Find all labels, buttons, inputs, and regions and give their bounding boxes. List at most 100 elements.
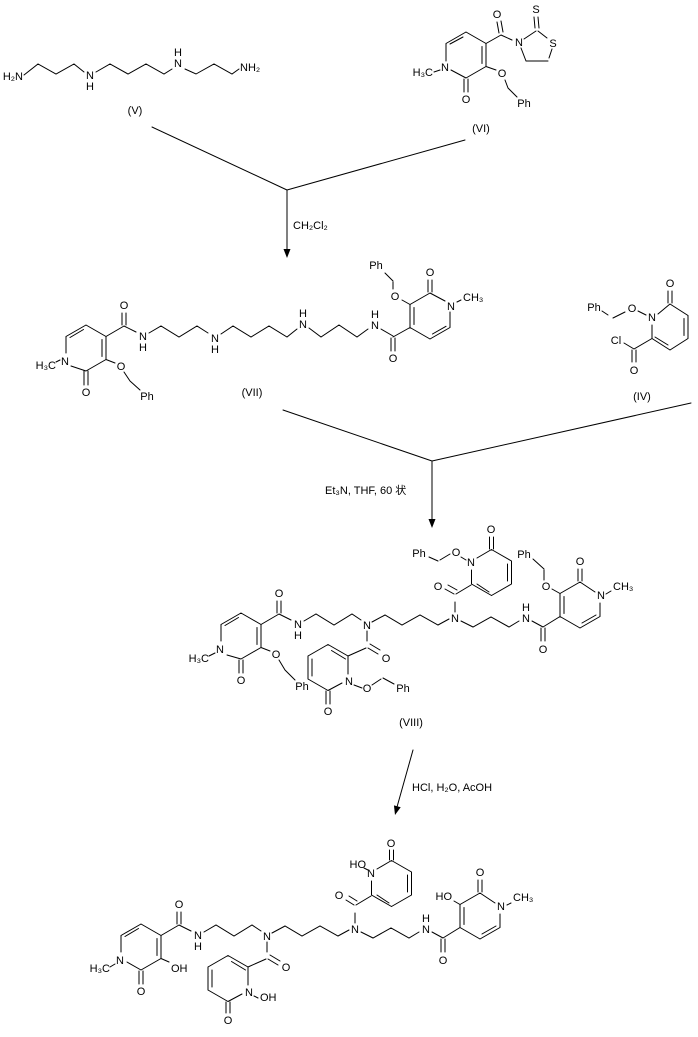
amide-nitrogen-label: N <box>371 320 379 332</box>
compound-vi-structure: H₃C N O O Ph O N S S (VI) <box>413 4 557 135</box>
phenyl-label: Ph <box>140 391 153 403</box>
amine-NH2-label: NH₂ <box>240 62 260 74</box>
amide-nitrogen-label: N <box>194 930 202 942</box>
bonds <box>23 63 240 76</box>
thione-sulfur-label: S <box>532 4 539 16</box>
amide-oxygen-label: O <box>382 653 391 665</box>
compound-vii-structure: H₃C N O O Ph O N H N H N H N H O N O CH₃… <box>36 260 484 403</box>
hydroxyl-HO-label: HO <box>436 891 453 903</box>
bonds <box>55 272 462 391</box>
carbonyl-oxygen-label: O <box>487 524 496 536</box>
phenyl-label: Ph <box>369 260 382 272</box>
carbonyl-oxygen-label: O <box>462 94 471 106</box>
carbonyl-oxygen-label: O <box>324 706 333 718</box>
ring-nitrogen-label: N <box>345 676 353 688</box>
thiazolidine-nitrogen-label: N <box>515 37 523 49</box>
ring-nitrogen-label: N <box>467 557 475 569</box>
arrowhead <box>393 805 401 815</box>
phenyl-label: Ph <box>412 548 425 560</box>
convergence-lines <box>151 126 466 250</box>
step1-reagent: CH₂Cl₂ <box>293 220 328 232</box>
compound-v-structure: H₂N N H N H NH₂ (V) <box>3 47 260 117</box>
carbonyl-oxygen-label: O <box>426 267 435 279</box>
amine-nitrogen-label: N <box>299 319 307 331</box>
amide-oxygen-label: O <box>335 890 344 902</box>
compound-vi-label: (VI) <box>472 123 490 135</box>
compound-iv-structure: Ph O N O Cl O (IV) <box>587 278 689 403</box>
ring-nitrogen-label: N <box>597 590 605 602</box>
ring-nitrogen-label: N <box>116 955 124 967</box>
hydrogen-label: H <box>86 81 94 93</box>
ring-nitrogen-label: N <box>497 901 505 913</box>
methyl-H3C-label: H₃C <box>189 653 209 665</box>
arrow-line <box>396 749 414 808</box>
ether-oxygen-label: O <box>117 361 126 373</box>
hydrogen-label: H <box>294 630 302 642</box>
amine-nitrogen-label: N <box>211 333 219 345</box>
ether-oxygen-label: O <box>628 303 637 315</box>
amide-nitrogen-label: N <box>294 619 302 631</box>
methyl-H3C-label: H₃C <box>413 67 433 79</box>
methyl-H3C-label: H₃C <box>36 360 56 372</box>
amide-oxygen-label: O <box>282 962 291 974</box>
nitrogen-label: N <box>174 58 182 70</box>
ring-nitrogen-label: N <box>367 868 375 880</box>
convergence-lines <box>282 402 692 520</box>
compound-iv-label: (IV) <box>633 391 651 403</box>
ring-sulfur-label: S <box>549 38 556 50</box>
carbonyl-oxygen-label: O <box>237 675 246 687</box>
compound-viii-label: (VIII) <box>399 717 423 729</box>
amide-nitrogen-label: N <box>422 924 430 936</box>
phenyl-label: Ph <box>587 302 600 314</box>
amine-H2N-label: H₂N <box>3 71 23 83</box>
ring-nitrogen-label: N <box>447 301 455 313</box>
phenyl-label: Ph <box>517 549 530 561</box>
hydrogen-label: H <box>371 309 379 321</box>
amide-oxygen-label: O <box>389 353 398 365</box>
bonds <box>208 536 612 705</box>
amide-nitrogen-label: N <box>522 613 530 625</box>
phenyl-label: Ph <box>396 683 409 695</box>
ether-oxygen-label: O <box>452 547 461 559</box>
amide-oxygen-label: O <box>275 588 284 600</box>
ring-nitrogen-label: N <box>216 644 224 656</box>
hydrogen-label: H <box>522 602 530 614</box>
phenyl-label: Ph <box>517 98 530 110</box>
ether-oxygen-label: O <box>272 649 281 661</box>
hydrogen-label: H <box>139 342 147 354</box>
carbonyl-oxygen-label: O <box>576 556 585 568</box>
tertiary-nitrogen-label: N <box>263 931 271 943</box>
ether-oxygen-label: O <box>498 68 507 80</box>
hydrogen-label: H <box>194 941 202 953</box>
methyl-CH3-label: CH₃ <box>613 581 633 593</box>
compound-viii-structure: H₃C N O O Ph O N H N O N O O Ph N O N O … <box>189 524 634 729</box>
tertiary-nitrogen-label: N <box>363 620 371 632</box>
carbonyl-oxygen-label: O <box>476 867 485 879</box>
carbonyl-oxygen-label: O <box>630 365 639 377</box>
carbonyl-oxygen-label: O <box>666 278 675 290</box>
methyl-H3C-label: H₃C <box>90 963 110 975</box>
reaction-step-1-arrow: CH₂Cl₂ <box>151 126 466 258</box>
nitrogen-label: N <box>86 70 94 82</box>
carbonyl-oxygen-label: O <box>493 9 502 21</box>
carbonyl-oxygen-label: O <box>387 838 396 850</box>
hydrogen-label: H <box>299 308 307 320</box>
amide-oxygen-label: O <box>434 581 443 593</box>
amide-oxygen-label: O <box>539 644 548 656</box>
tertiary-nitrogen-label: N <box>451 613 459 625</box>
arrowhead <box>428 519 436 528</box>
reaction-step-3-arrow: HCl, H₂O, AcOH <box>393 749 492 815</box>
bonds <box>601 290 689 363</box>
carbonyl-oxygen-label: O <box>137 986 146 998</box>
amide-oxygen-label: O <box>175 899 184 911</box>
final-product-structure: H₃C N O OH O N H N O N O OH N O N O HO N… <box>90 838 534 1027</box>
ring-nitrogen-label: N <box>61 356 69 368</box>
hydrogen-label: H <box>211 344 219 356</box>
arrowhead <box>283 249 291 258</box>
reaction-step-2-arrow: Et₃N, THF, 60 状 <box>282 402 692 528</box>
ether-oxygen-label: O <box>391 291 400 303</box>
hydroxyl-HO-label: HO <box>350 859 367 871</box>
amide-oxygen-label: O <box>439 955 448 967</box>
hydrogen-label: H <box>174 47 182 59</box>
